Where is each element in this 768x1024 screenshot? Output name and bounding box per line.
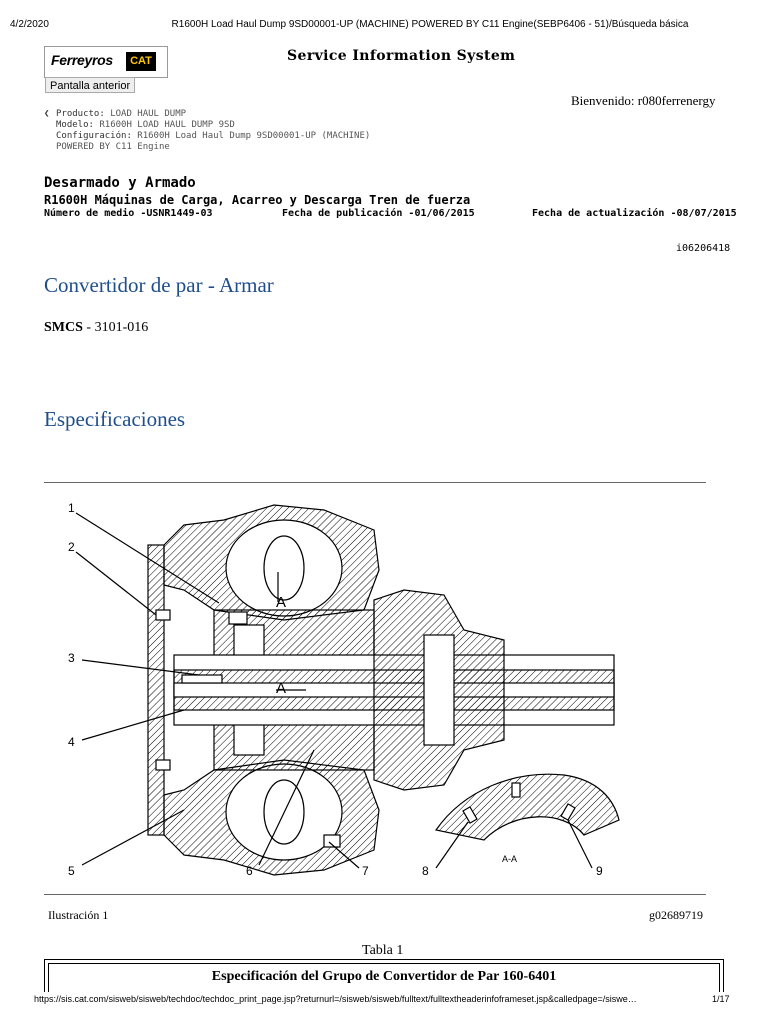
figure-top-rule bbox=[44, 482, 706, 483]
ferreyros-logo: Ferreyros CAT bbox=[44, 46, 168, 78]
torque-converter-illustration: 1 2 3 4 5 6 7 8 9 A A A-A bbox=[68, 501, 620, 878]
smcs-label: SMCS bbox=[44, 320, 83, 335]
welcome-text: Bienvenido: r080ferrenergy bbox=[571, 93, 716, 108]
figure-caption: Ilustración 1 bbox=[48, 908, 109, 922]
media-number: Número de medio -USNR1449-03 bbox=[44, 208, 213, 219]
reference-id: i06206418 bbox=[676, 243, 731, 254]
callout-2: 2 bbox=[68, 540, 75, 554]
config-link[interactable]: R1600H Load Haul Dump 9SD00001-UP (MACHI… bbox=[137, 131, 371, 141]
page-title: Convertidor de par - Armar bbox=[44, 273, 274, 297]
spec-table-header: Especificación del Grupo de Convertidor … bbox=[48, 963, 720, 1000]
section-letter-top: A bbox=[276, 594, 286, 611]
producto-label: Producto: bbox=[56, 109, 105, 119]
cat-badge: CAT bbox=[126, 52, 156, 71]
page-number: 1/17 bbox=[712, 994, 730, 1004]
figure-bottom-rule bbox=[44, 894, 706, 895]
callout-1: 1 bbox=[68, 501, 75, 515]
config-label: Configuración: bbox=[56, 131, 132, 141]
print-header: 4/2/2020 R1600H Load Haul Dump 9SD00001-… bbox=[0, 0, 768, 30]
print-title: R1600H Load Haul Dump 9SD00001-UP (MACHI… bbox=[171, 19, 689, 30]
producto-link[interactable]: LOAD HAUL DUMP bbox=[110, 109, 187, 119]
callout-9: 9 bbox=[596, 864, 603, 878]
document-category: Desarmado y Armado bbox=[44, 175, 196, 191]
section-heading: Especificaciones bbox=[44, 407, 186, 431]
config-link-2[interactable]: POWERED BY C11 Engine bbox=[56, 142, 170, 152]
print-date: 4/2/2020 bbox=[10, 19, 49, 30]
callout-3: 3 bbox=[68, 651, 75, 665]
section-label: A-A bbox=[502, 854, 517, 864]
breadcrumb: ❮ Producto: LOAD HAUL DUMP Modelo: R1600H… bbox=[44, 109, 370, 153]
callout-8: 8 bbox=[422, 864, 429, 878]
footer-url: https://sis.cat.com/sisweb/sisweb/techdo… bbox=[34, 994, 637, 1004]
modelo-label: Modelo: bbox=[56, 120, 94, 130]
callout-7: 7 bbox=[362, 864, 369, 878]
callout-4: 4 bbox=[68, 735, 75, 749]
table-label: Tabla 1 bbox=[362, 943, 404, 958]
logo-text: Ferreyros bbox=[51, 52, 113, 68]
callout-6: 6 bbox=[246, 864, 253, 878]
section-letter-mid: A bbox=[276, 680, 286, 697]
document-subtitle: R1600H Máquinas de Carga, Acarreo y Desc… bbox=[44, 193, 471, 207]
figure-id: g02689719 bbox=[649, 908, 703, 922]
back-button[interactable]: Pantalla anterior bbox=[45, 77, 136, 93]
print-footer: https://sis.cat.com/sisweb/sisweb/techdo… bbox=[0, 992, 768, 1024]
chevron-left-icon[interactable]: ❮ bbox=[44, 109, 50, 119]
spec-table-title: Especificación del Grupo de Convertidor … bbox=[211, 969, 557, 984]
modelo-link[interactable]: R1600H LOAD HAUL DUMP 9SD bbox=[99, 120, 235, 130]
smcs-value: - 3101-016 bbox=[82, 320, 149, 335]
update-date: Fecha de actualización -08/07/2015 bbox=[532, 208, 737, 219]
smcs-code: SMCS - 3101-016 bbox=[44, 320, 148, 336]
callout-5: 5 bbox=[68, 864, 75, 878]
publication-date: Fecha de publicación -01/06/2015 bbox=[282, 208, 475, 219]
system-title: Service Information System bbox=[287, 48, 516, 64]
